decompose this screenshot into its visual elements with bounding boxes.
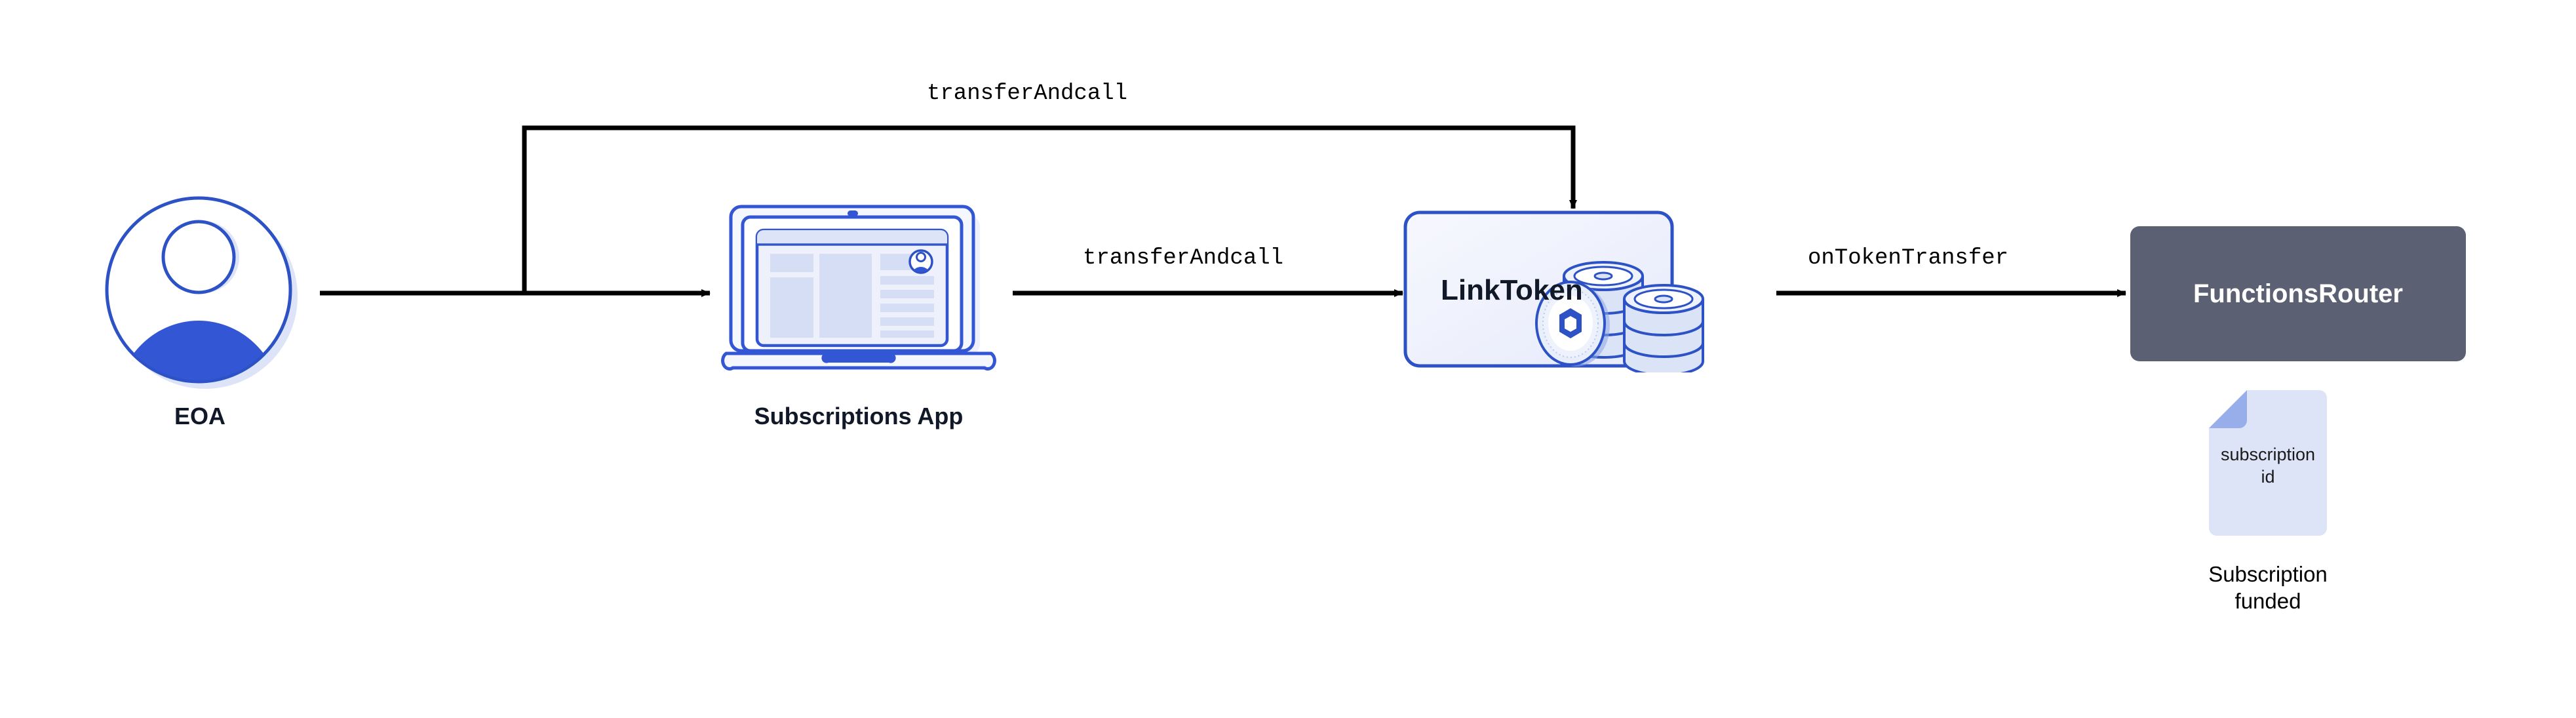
caption-line2: funded bbox=[2234, 589, 2301, 614]
link-coin-stack-icon bbox=[1535, 261, 1704, 372]
edge-label-transfer-and-call-top: transferAndcall bbox=[927, 81, 1128, 106]
document-icon bbox=[2209, 390, 2327, 536]
node-label-linktoken: LinkToken bbox=[1441, 274, 1583, 306]
node-label-eoa: EOA bbox=[174, 403, 225, 429]
edge-eoa-to-linktoken bbox=[522, 125, 1577, 295]
node-subscriptions-app[interactable] bbox=[721, 200, 996, 377]
node-label-subscriptions-app: Subscriptions App bbox=[754, 403, 964, 429]
linktoken-box bbox=[1403, 210, 1704, 372]
artifact-caption-subscription-funded: Subscription funded bbox=[2163, 561, 2373, 615]
edge-label-on-token-transfer: onTokenTransfer bbox=[1808, 246, 2009, 271]
node-linktoken[interactable]: LinkToken bbox=[1403, 209, 1783, 372]
node-functionsrouter[interactable]: FunctionsRouter bbox=[2130, 226, 2466, 361]
node-label-functionsrouter: FunctionsRouter bbox=[2193, 279, 2403, 308]
document-text: subscription id bbox=[2209, 444, 2327, 489]
laptop-icon bbox=[721, 205, 996, 371]
caption-line1: Subscription bbox=[2208, 562, 2328, 586]
artifact-subscription-id-document[interactable]: subscription id bbox=[2209, 390, 2327, 536]
node-eoa[interactable] bbox=[98, 193, 302, 390]
user-avatar-icon bbox=[105, 196, 298, 389]
document-text-line2: id bbox=[2261, 466, 2275, 487]
edge-label-transfer-and-call-middle: transferAndcall bbox=[1083, 246, 1284, 271]
document-text-line1: subscription bbox=[2220, 445, 2316, 464]
